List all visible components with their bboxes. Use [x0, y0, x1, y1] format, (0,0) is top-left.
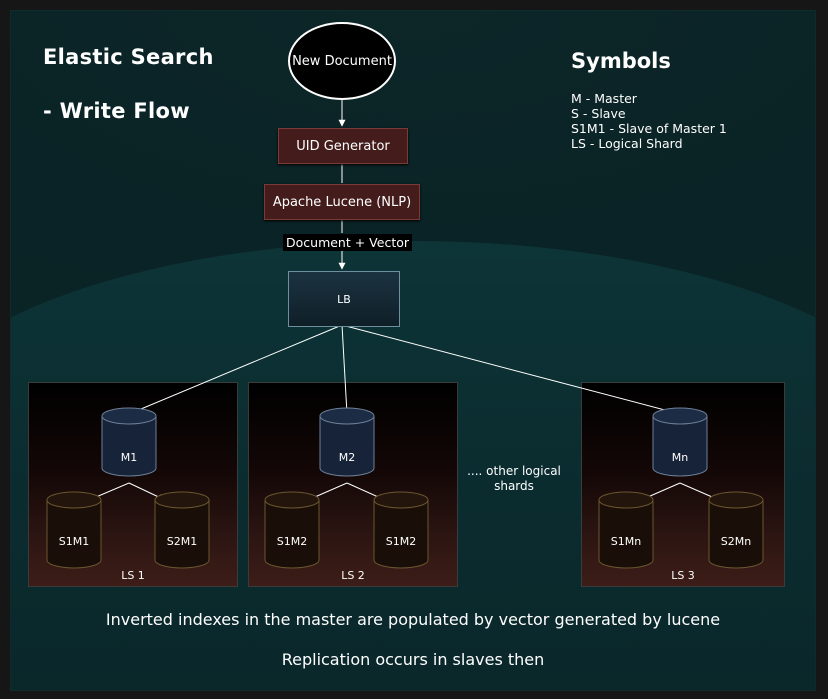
uid-generator-label: UID Generator	[296, 138, 390, 154]
symbol-slave: S - Slave	[571, 106, 626, 121]
lucene-label: Apache Lucene (NLP)	[272, 194, 412, 210]
other-shards-note: .... other logical shards	[467, 464, 561, 493]
slave-db-s2mn	[708, 491, 764, 569]
symbol-master: M - Master	[571, 91, 637, 106]
caption-line-2: Replication occurs in slaves then	[281, 650, 545, 669]
symbols-legend: M - Master S - Slave S1M1 - Slave of Mas…	[571, 91, 727, 151]
slave-db-s1mn	[598, 491, 654, 569]
slave-db-s2m1	[154, 491, 210, 569]
shard-3-label: LS 3	[671, 569, 695, 582]
load-balancer-label: LB	[337, 292, 351, 306]
master-m1-label: M1	[120, 451, 138, 464]
diagram-canvas: Elastic Search - Write Flow Symbols M - …	[10, 10, 816, 691]
slave-db-s1m2-a	[264, 491, 320, 569]
symbol-logical-shard: LS - Logical Shard	[571, 136, 683, 151]
document-vector-edge-label: Document + Vector	[283, 234, 413, 251]
master-db-m1	[101, 407, 157, 477]
slave-s1mn-label: S1Mn	[610, 535, 642, 548]
new-document-label: New Document	[292, 53, 392, 69]
caption-line-1: Inverted indexes in the master are popul…	[105, 610, 721, 629]
shard-1-label: LS 1	[121, 569, 145, 582]
master-mn-label: Mn	[671, 451, 689, 464]
master-m2-label: M2	[338, 451, 356, 464]
symbol-slave-of-master: S1M1 - Slave of Master 1	[571, 121, 727, 136]
slave-s1m2-a-label: S1M2	[276, 535, 308, 548]
master-db-mn	[652, 407, 708, 477]
diagram-subtitle: - Write Flow	[43, 99, 190, 123]
slave-s1m2-b-label: S1M2	[385, 535, 417, 548]
lucene-node: Apache Lucene (NLP)	[264, 184, 420, 220]
diagram-title: Elastic Search	[43, 45, 214, 69]
master-db-m2	[319, 407, 375, 477]
new-document-node: New Document	[288, 22, 396, 100]
shard-2-label: LS 2	[341, 569, 365, 582]
slave-db-s1m2-b	[373, 491, 429, 569]
slave-db-s1m1	[46, 491, 102, 569]
slave-s2mn-label: S2Mn	[720, 535, 752, 548]
load-balancer-node: LB	[288, 271, 400, 327]
symbols-heading: Symbols	[571, 49, 671, 73]
slave-s2m1-label: S2M1	[166, 535, 198, 548]
slave-s1m1-label: S1M1	[58, 535, 90, 548]
uid-generator-node: UID Generator	[278, 128, 408, 164]
